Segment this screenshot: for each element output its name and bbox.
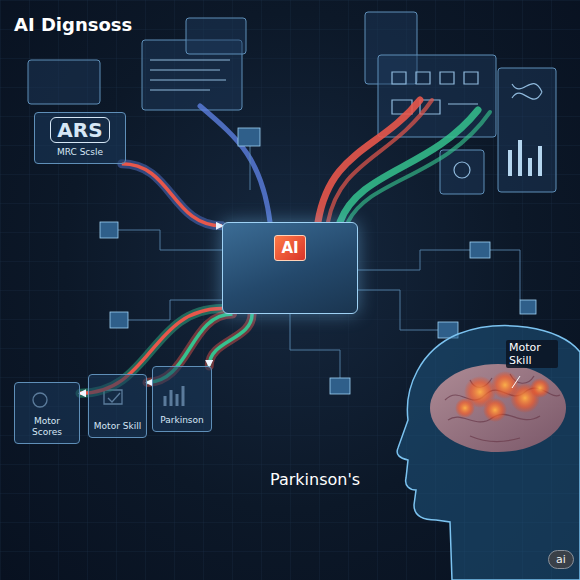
- watermark: ai: [548, 550, 574, 569]
- activity-glow: [455, 371, 550, 422]
- diagram-title: AI Dignsoss: [14, 14, 132, 35]
- data-flow-connector: [122, 164, 222, 226]
- data-panels: [28, 12, 556, 194]
- diagnosis-label: Parkinson's: [270, 470, 360, 489]
- node-label: Parkinson: [160, 415, 204, 426]
- score-panel: Parkinson: [152, 366, 212, 432]
- node-sublabel: MRC Scsle: [57, 147, 103, 158]
- region-label: Motor Skill: [506, 340, 558, 368]
- data-ribbons: [200, 100, 490, 222]
- ribbon-glow: [209, 314, 252, 366]
- data-flow-connector: [209, 314, 252, 366]
- leader-line: [512, 376, 520, 388]
- brain: [430, 364, 566, 452]
- node-label: AI: [274, 235, 305, 261]
- data-panel: ARS MRC Scsle: [34, 112, 126, 164]
- node-label: Motor Scores: [19, 416, 75, 438]
- ribbon-glow: [122, 164, 222, 226]
- ai-chip: AI: [222, 222, 358, 314]
- score-panel: Motor Scores: [14, 382, 80, 444]
- score-panel: Motor Skill: [88, 374, 147, 438]
- head-silhouette: [397, 326, 580, 580]
- node-label: ARS: [50, 117, 109, 143]
- node-label: Motor Skill: [94, 421, 141, 432]
